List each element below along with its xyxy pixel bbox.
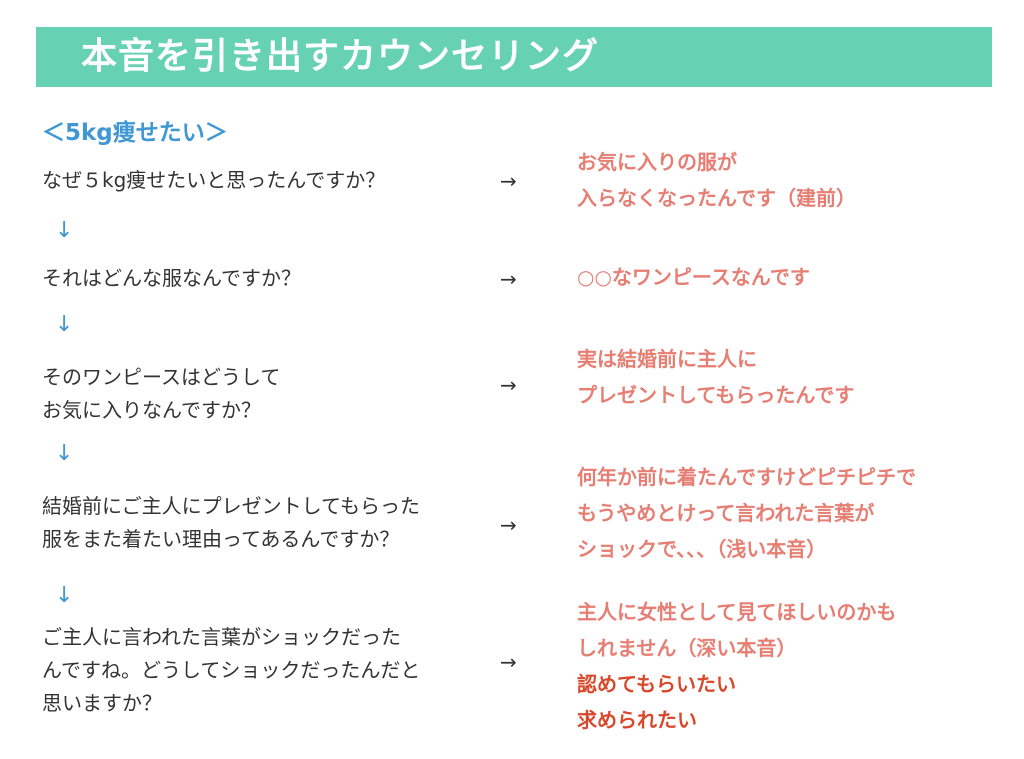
question-4: 結婚前にご主人にプレゼントしてもらった 服をまた着たい理由ってあるんですか？ [42,490,420,556]
question-5-line-1: ご主人に言われた言葉がショックだった [42,625,401,649]
question-1-line-1: なぜ５kg痩せたいと思ったんですか？ [42,168,386,192]
question-2-line-1: それはどんな服なんですか？ [42,266,301,290]
answer-4-line-1: 何年か前に着たんですけどピチピチで [577,465,916,489]
answer-1-line-1: お気に入りの服が [577,150,737,174]
down-arrow-icon: ↓ [55,441,74,466]
question-5-line-3: 思いますか？ [42,691,162,715]
right-arrow-icon: → [500,513,517,537]
answer-5: 主人に女性として見てほしいのかも しれません（深い本音） 認めてもらいたい 求め… [577,594,896,738]
question-4-line-1: 結婚前にご主人にプレゼントしてもらった [42,494,420,518]
down-arrow-icon: ↓ [55,312,74,337]
answer-2-line-1: ○○なワンピースなんです [577,265,810,289]
answer-1: お気に入りの服が 入らなくなったんです（建前） [577,144,856,216]
answer-5-strong-line-1: 認めてもらいたい [577,672,736,696]
question-3-line-2: お気に入りなんですか？ [42,398,261,422]
title-banner: 本音を引き出すカウンセリング [36,27,992,87]
page-title: 本音を引き出すカウンセリング [81,36,600,77]
section-heading: ＜5kg痩せたい＞ [42,120,228,146]
answer-4: 何年か前に着たんですけどピチピチで もうやめとけって言われた言葉が ショックで、… [577,459,916,567]
answer-4-line-2: もうやめとけって言われた言葉が [577,501,875,525]
question-4-line-2: 服をまた着たい理由ってあるんですか？ [42,527,400,551]
question-3-line-1: そのワンピースはどうして [42,365,281,389]
answer-2: ○○なワンピースなんです [577,259,810,295]
down-arrow-icon: ↓ [55,218,74,243]
answer-5-strong-line-2: 求められたい [577,708,697,732]
answer-3: 実は結婚前に主人に プレゼントしてもらったんです [577,341,854,413]
question-5-line-2: んですね。どうしてショックだったんだと [42,658,421,682]
question-3: そのワンピースはどうして お気に入りなんですか？ [42,361,280,427]
question-1: なぜ５kg痩せたいと思ったんですか？ [42,164,385,197]
right-arrow-icon: → [500,373,517,397]
right-arrow-icon: → [500,169,517,193]
answer-5-line-1: 主人に女性として見てほしいのかも [577,600,897,624]
answer-3-line-1: 実は結婚前に主人に [577,347,757,371]
right-arrow-icon: → [500,650,517,674]
down-arrow-icon: ↓ [55,583,74,608]
answer-4-line-3: ショックで、、、（浅い本音） [577,537,827,561]
question-5: ご主人に言われた言葉がショックだった んですね。どうしてショックだったんだと 思… [42,621,420,720]
answer-5-line-2: しれません（深い本音） [577,636,797,660]
right-arrow-icon: → [500,267,517,291]
answer-1-line-2: 入らなくなったんです（建前） [577,186,856,210]
question-2: それはどんな服なんですか？ [42,262,301,295]
answer-3-line-2: プレゼントしてもらったんです [577,383,855,407]
